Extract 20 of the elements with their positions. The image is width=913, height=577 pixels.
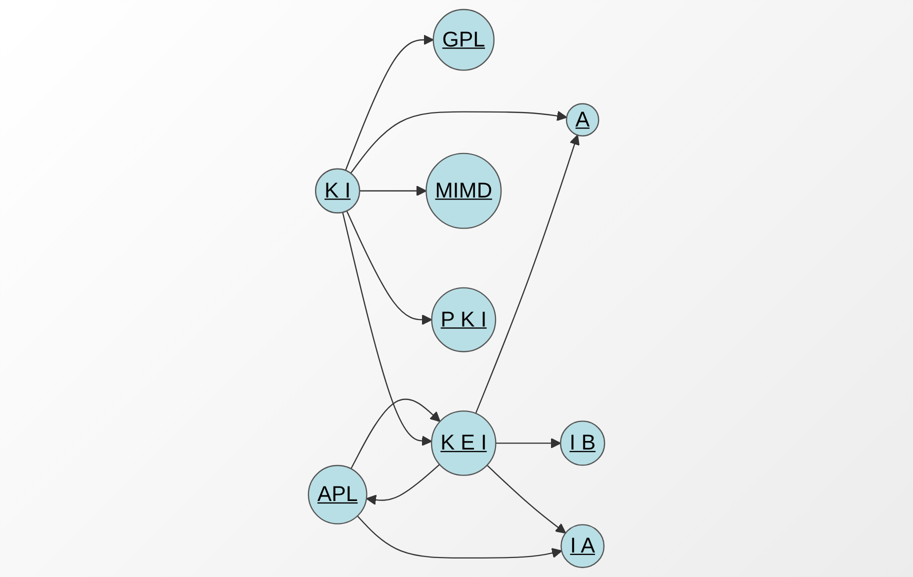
node-circle: K I [314, 168, 360, 214]
arrow [357, 516, 562, 559]
node-circle: MIMD [426, 152, 502, 229]
arrow [475, 134, 580, 414]
arrow [346, 210, 432, 325]
node-circle: I A [560, 524, 605, 568]
arrow [366, 464, 440, 506]
arrow [360, 186, 427, 196]
node-circle: GPL [432, 8, 495, 71]
arrow [486, 464, 566, 534]
node-circle: P K I [431, 287, 496, 352]
node-circle: I B [560, 420, 606, 466]
arrow [350, 110, 568, 174]
node-circle: K E I [430, 410, 496, 476]
arrow [350, 398, 440, 470]
node-circle: A [566, 103, 600, 136]
arrow [345, 34, 434, 171]
arrow [496, 438, 562, 448]
node-circle: APL [308, 464, 368, 524]
arrow [342, 212, 432, 446]
